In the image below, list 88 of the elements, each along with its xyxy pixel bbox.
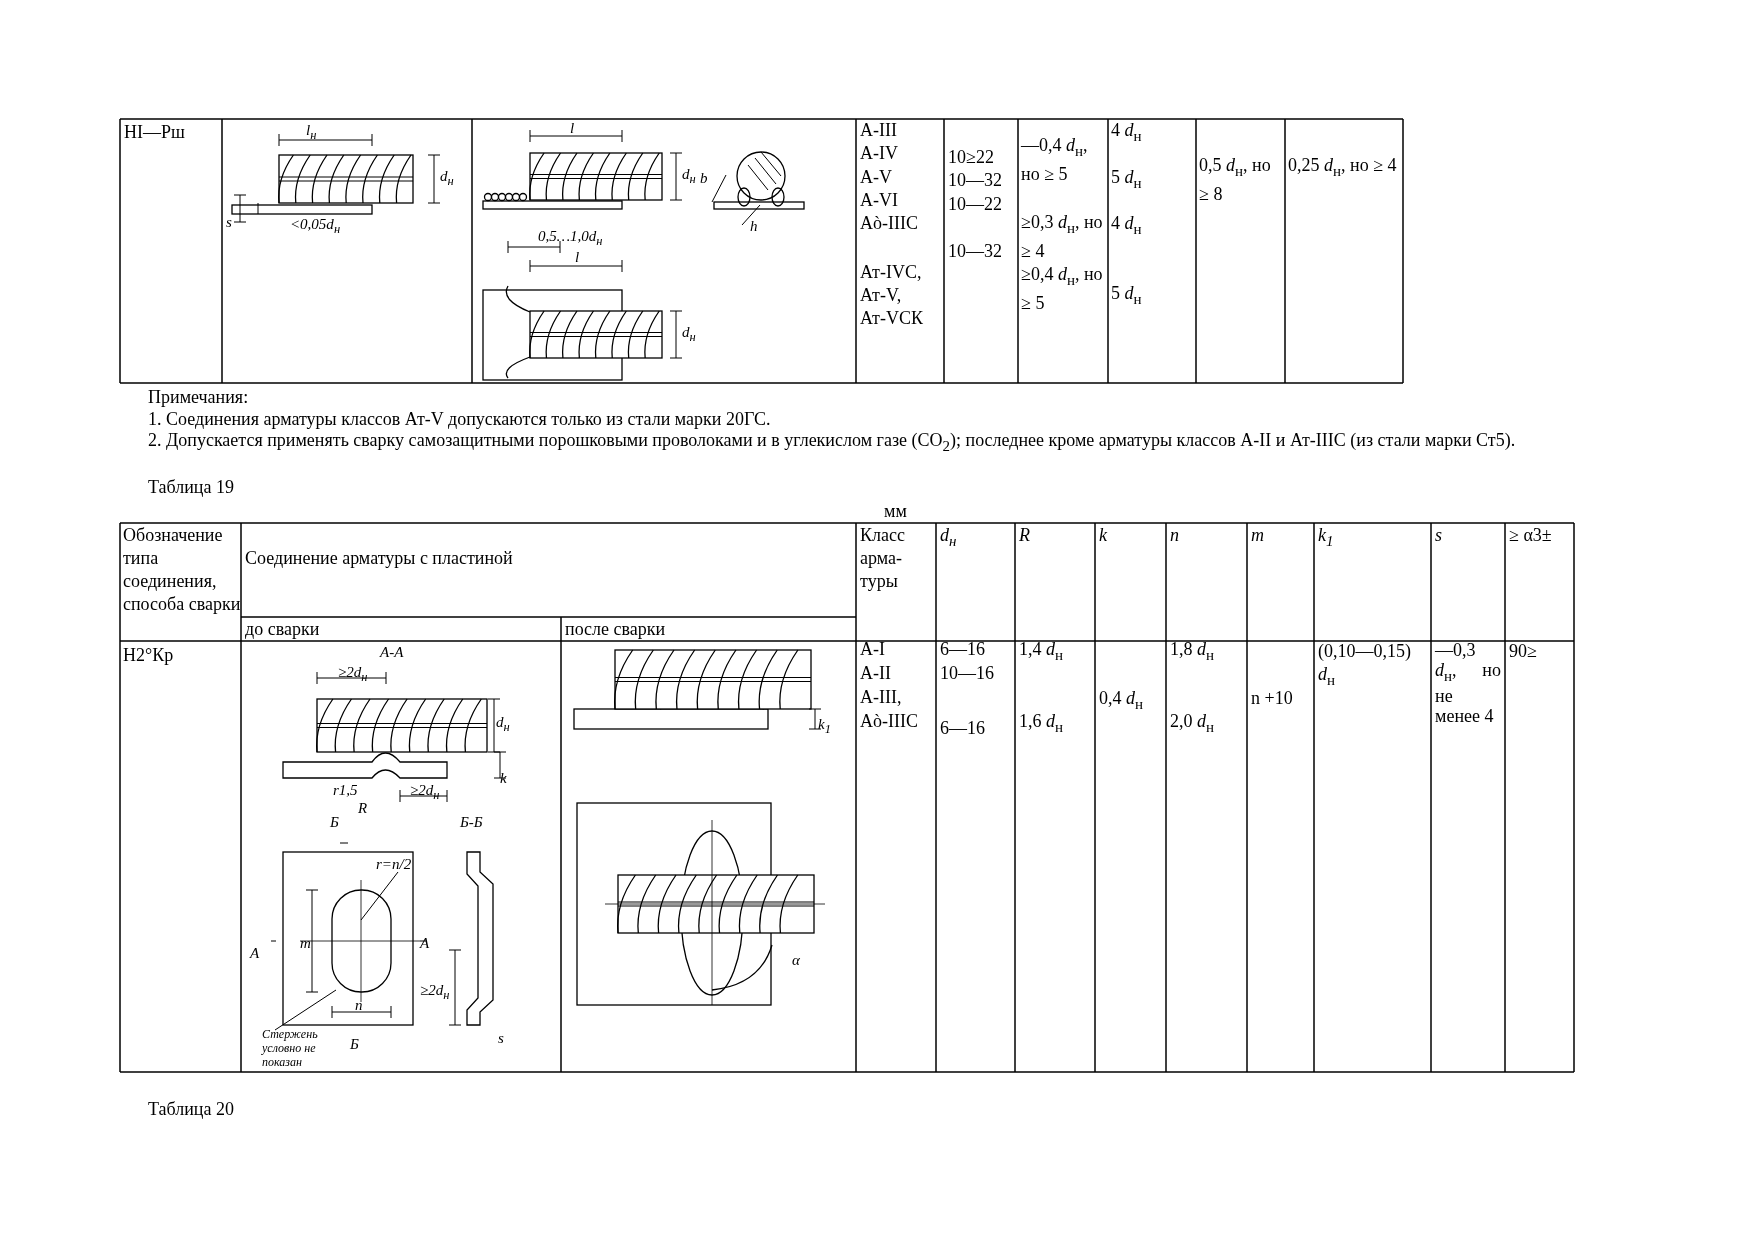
dimension-label: d$_{н}$ — [682, 324, 696, 346]
dimension-label: l — [575, 249, 580, 266]
cell-text: А-I — [860, 638, 885, 661]
dimension-label: ≥2d$_{н}$ — [338, 664, 368, 686]
cell-text: А-III — [860, 119, 897, 142]
cell-text: 4 d$_{н}$ — [1111, 119, 1142, 146]
column-header: Класс арма-туры — [860, 524, 906, 593]
table-caption: Таблица 20 — [148, 1098, 234, 1121]
dimension-label: b — [700, 170, 708, 187]
section-label: Б-Б — [460, 814, 483, 831]
cell-text: 5 d$_{н}$ — [1111, 166, 1142, 193]
section-label: А-А — [380, 644, 404, 661]
dimension-label: r=n/2 — [376, 856, 412, 873]
cell-text: А-IV — [860, 142, 898, 165]
dimension-label: d$_{н}$ — [496, 714, 510, 736]
cell-text: 4 d$_{н}$ — [1111, 212, 1142, 239]
table-caption: Таблица 19 — [148, 476, 234, 499]
cell-text: Аò-IIIС — [860, 212, 918, 235]
cell-text: 0,25 d$_{н}$, но ≥ 4 — [1288, 154, 1398, 181]
cell-text: Аò-IIIС — [860, 710, 918, 733]
cell-text: 0,5 d$_{н}$, но ≥ 8 — [1199, 154, 1272, 206]
section-label: Б — [330, 814, 339, 831]
dimension-label: s — [498, 1030, 504, 1047]
cell-text: —0,4 d$_{н}$, но ≥ 5 — [1021, 134, 1089, 186]
note-text: 1. Соединения арматуры классов Ат-V допускаются только из стали марки 20ГС. — [148, 408, 771, 431]
cell-text: 10≥22 — [948, 146, 994, 169]
column-header: m — [1251, 524, 1264, 547]
column-header: ≥ α3± — [1509, 524, 1553, 547]
dimension-label: n — [355, 997, 363, 1014]
cell-text: n +10 — [1251, 687, 1293, 710]
cell-text: А-VI — [860, 189, 898, 212]
cell-text: 10—32 — [948, 240, 1002, 263]
cell-text: —0,3 d$_{н}$, но не менее 4 — [1435, 640, 1501, 726]
dimension-label: l — [570, 120, 575, 137]
cell-text: 10—16 — [940, 662, 994, 685]
cell-text: (0,10—0,15) d$_{н}$ — [1318, 640, 1412, 690]
cell-text: 0,4 d$_{н}$ — [1099, 687, 1144, 714]
note-heading: Примечания: — [148, 386, 249, 409]
cell-text: 1,4 d$_{н}$ — [1019, 638, 1064, 665]
dimension-label: ≥2d$_{н}$ — [410, 782, 440, 804]
joint-code: НI—Рш — [124, 121, 185, 144]
column-header: после сварки — [565, 618, 666, 641]
cell-text: Ат-VСК — [860, 307, 923, 330]
callout-text: Стержень условно не показан — [262, 1027, 319, 1069]
cell-text: 1,6 d$_{н}$ — [1019, 710, 1064, 737]
column-header: s — [1435, 524, 1442, 547]
dimension-label: 0,5…1,0d$_{н}$ — [538, 228, 603, 250]
dimension-label: l$_{н}$ — [306, 122, 317, 144]
dimension-label: <0,05d$_{н}$ — [290, 216, 341, 238]
column-header: k$_{1}$ — [1318, 524, 1334, 551]
cell-text: 6—16 — [940, 638, 985, 661]
column-header: Обозначение типа соединения, способа сварки — [123, 524, 241, 616]
dimension-label: ≥2d$_{н}$ — [420, 982, 450, 1004]
cell-text: ≥0,4 d$_{н}$, но ≥ 5 — [1021, 263, 1104, 315]
dimension-label: α — [792, 952, 800, 969]
cell-text: А-V — [860, 166, 892, 189]
dimension-label: d$_{н}$ — [682, 166, 696, 188]
column-header: n — [1170, 524, 1179, 547]
cell-text: 10—32 — [948, 169, 1002, 192]
dimension-label: k — [500, 770, 507, 787]
column-header: k — [1099, 524, 1107, 547]
dimension-label: k$_{1}$ — [818, 716, 831, 738]
section-label: Б — [350, 1036, 359, 1053]
cell-text: Ат-IVС, — [860, 261, 922, 284]
dimension-label: h — [750, 218, 758, 235]
column-header: Соединение арматуры с пластиной — [245, 547, 513, 570]
unit-label: мм — [884, 500, 907, 523]
cell-text: 10—22 — [948, 193, 1002, 216]
dimension-label: d$_{н}$ — [440, 168, 454, 190]
cell-text: 5 d$_{н}$ — [1111, 282, 1142, 309]
column-header: до сварки — [245, 618, 320, 641]
cell-text: Ат-V, — [860, 284, 902, 307]
cell-text: 2,0 d$_{н}$ — [1170, 710, 1215, 737]
dimension-label: R — [358, 800, 368, 817]
joint-code: Н2°Кр — [123, 644, 174, 667]
dimension-label: m — [300, 935, 311, 952]
cell-text: А-II — [860, 662, 891, 685]
cell-text: А-III, — [860, 686, 902, 709]
dimension-label: s — [226, 214, 232, 231]
dimension-label: r1,5 — [333, 782, 358, 799]
cell-text: 90≥ — [1509, 640, 1537, 663]
section-label: А — [250, 945, 260, 962]
cell-text: 1,8 d$_{н}$ — [1170, 638, 1215, 665]
section-label: А — [420, 935, 430, 952]
note-text: 2. Допускается применять сварку самозащитными порошковыми проволоками и в углекислом газе (СО$_{2}$); последнее кроме арматуры классов А-II и Ат-IIIС (из стали марки Ст5). — [147, 430, 1517, 456]
column-header: d$_{н}$ — [940, 524, 957, 551]
cell-text: 6—16 — [940, 717, 985, 740]
column-header: R — [1019, 524, 1030, 547]
